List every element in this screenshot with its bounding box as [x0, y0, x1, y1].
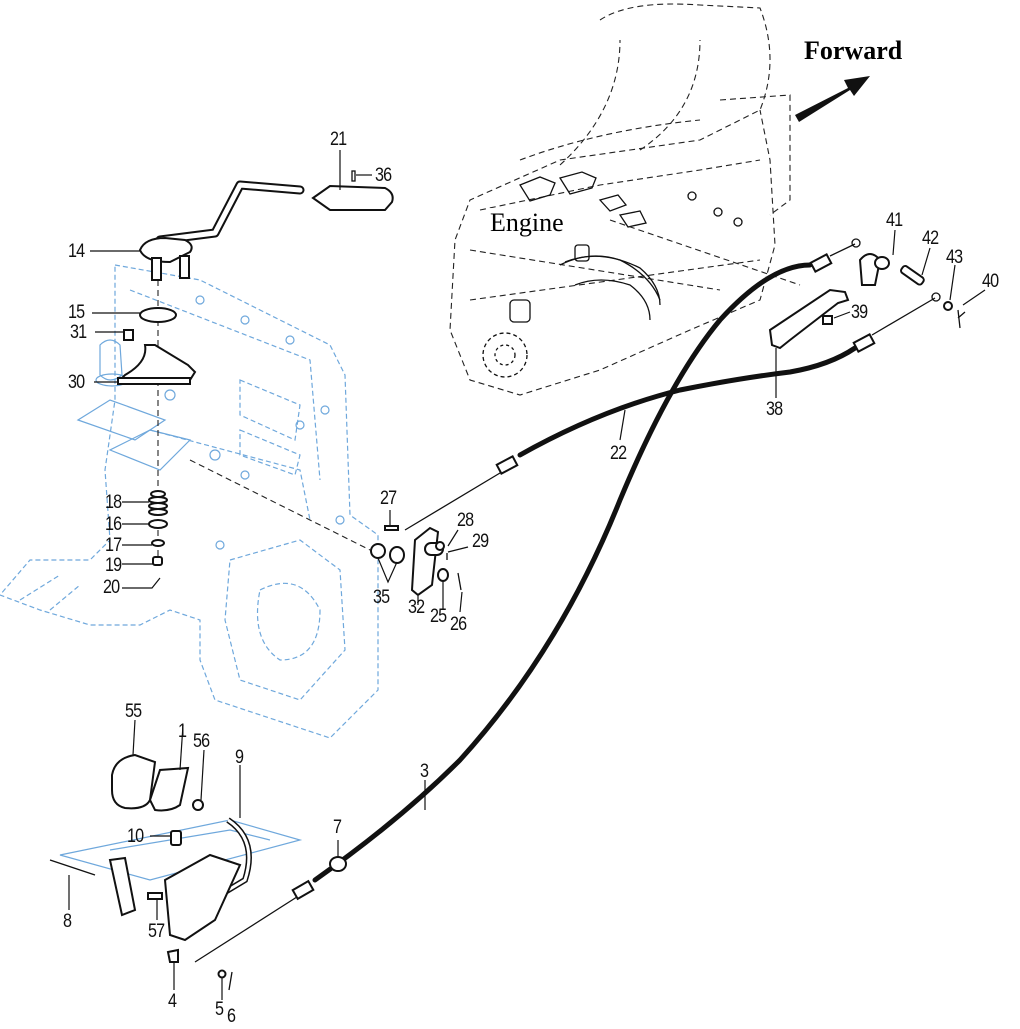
washer-28 — [435, 541, 445, 551]
callout-8: 8 — [63, 911, 72, 932]
cable-grommet — [329, 856, 347, 872]
clip-40 — [957, 309, 966, 329]
washer-16 — [148, 519, 168, 529]
washer-17 — [151, 539, 165, 547]
engine-label: Engine — [488, 208, 566, 238]
callout-1: 1 — [178, 721, 187, 742]
callout-41: 41 — [886, 210, 903, 231]
leader-lines — [68, 150, 986, 1000]
callout-16: 16 — [105, 514, 122, 535]
bolt-39 — [822, 315, 833, 325]
washer-35b — [389, 546, 405, 564]
key-57 — [147, 892, 163, 900]
nut-19 — [152, 556, 163, 566]
foot-throttle-cable — [194, 238, 861, 963]
callout-56: 56 — [193, 731, 210, 752]
callout-26: 26 — [450, 614, 467, 635]
knob-pin — [351, 170, 356, 182]
lever-knob — [311, 184, 394, 211]
washer-43 — [943, 301, 953, 311]
chassis-outline — [0, 264, 379, 739]
callout-39: 39 — [851, 302, 868, 323]
pin-42 — [900, 265, 925, 286]
linkage-bracket-32 — [410, 526, 444, 597]
lever-bracket — [117, 344, 197, 381]
nut-56 — [192, 799, 204, 811]
callout-42: 42 — [922, 228, 939, 249]
callout-5: 5 — [215, 999, 224, 1020]
callout-10: 10 — [127, 826, 144, 847]
callout-19: 19 — [105, 555, 122, 576]
callout-14: 14 — [68, 241, 85, 262]
callout-29: 29 — [472, 531, 489, 552]
cotter-6 — [228, 971, 233, 991]
callout-20: 20 — [103, 577, 120, 598]
friction-washer — [139, 307, 177, 323]
pedal-link-plate — [108, 856, 137, 917]
bolt-31 — [123, 329, 134, 341]
washer-5 — [217, 969, 227, 979]
callout-30: 30 — [68, 372, 85, 393]
pin-27 — [384, 525, 399, 531]
pedal-bracket — [163, 853, 242, 942]
engine-outline — [449, 3, 791, 396]
callout-18: 18 — [105, 492, 122, 513]
callout-57: 57 — [148, 921, 165, 942]
pedal-pad-1 — [148, 766, 190, 812]
pedal-pad-55 — [111, 753, 157, 810]
hand-throttle-lever — [138, 180, 305, 281]
callout-9: 9 — [235, 747, 244, 768]
cotter-26 — [457, 572, 462, 591]
callout-3: 3 — [420, 761, 429, 782]
cable-bracket — [768, 288, 850, 350]
callout-55: 55 — [125, 701, 142, 722]
callout-36: 36 — [375, 165, 392, 186]
washer-35a — [370, 543, 386, 559]
callout-17: 17 — [105, 535, 122, 556]
callout-40: 40 — [982, 271, 999, 292]
hand-throttle-cable — [404, 292, 941, 531]
linkage-axis-line — [189, 459, 371, 551]
callout-4: 4 — [168, 991, 177, 1012]
callout-6: 6 — [227, 1006, 236, 1027]
engine-attach-line — [609, 219, 801, 286]
bolt-10 — [170, 830, 182, 846]
callout-15: 15 — [68, 302, 85, 323]
callout-22: 22 — [610, 443, 627, 464]
callout-28: 28 — [457, 510, 474, 531]
callout-35: 35 — [373, 587, 390, 608]
callout-7: 7 — [333, 817, 342, 838]
lever-bracket-base — [117, 377, 191, 385]
callout-38: 38 — [766, 399, 783, 420]
forward-arrow-icon — [795, 76, 870, 122]
callout-27: 27 — [380, 488, 397, 509]
tension-spring — [148, 490, 168, 516]
pin-4 — [166, 948, 179, 963]
pedal-spring-8 — [49, 859, 96, 876]
forward-direction-label: Forward — [804, 36, 903, 65]
washer-25 — [437, 568, 449, 582]
pedal-assembly — [49, 753, 303, 991]
callout-43: 43 — [946, 247, 963, 268]
callout-31: 31 — [70, 322, 87, 343]
return-spring — [874, 256, 890, 270]
callout-25: 25 — [430, 606, 447, 627]
callout-21: 21 — [330, 129, 347, 150]
callout-32: 32 — [408, 597, 425, 618]
